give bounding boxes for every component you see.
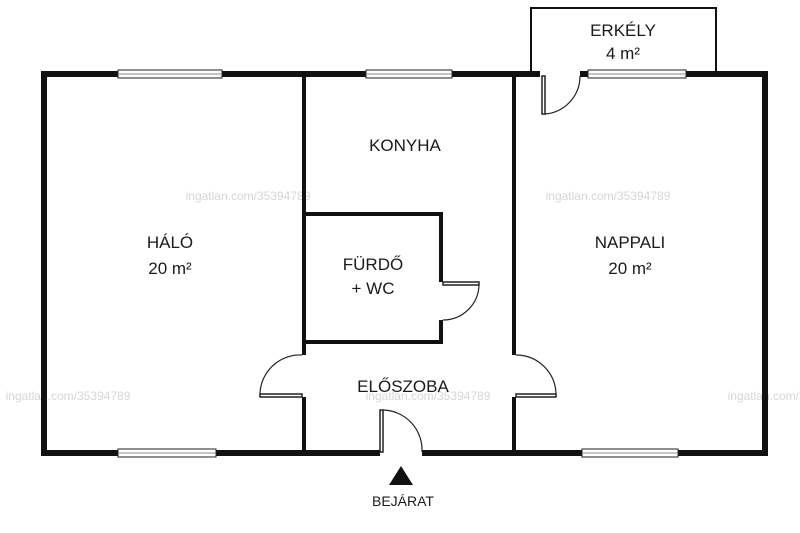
hallway-name: ELŐSZOBA [357,377,449,396]
watermark-text: ingatlan.com/35394789 [186,189,311,203]
living-room-area: 20 m² [608,259,652,278]
window-halo-bottom [117,448,217,458]
door-bathroom [437,281,480,321]
door-entrance [379,409,423,458]
balcony-name: ERKÉLY [590,21,656,40]
entrance-arrow-icon [389,466,413,485]
bedroom-name: HÁLÓ [147,233,193,252]
bedroom-area: 20 m² [148,259,192,278]
balcony-area: 4 m² [606,44,640,63]
door-nappali [510,354,557,398]
door-balcony [540,70,581,115]
window-halo-top [117,69,223,79]
kitchen-name: KONYHA [369,136,441,155]
window-nappali-top [587,69,687,79]
door-halo [259,354,308,398]
window-konyha-top [365,69,453,79]
living-room-name: NAPPALI [595,233,666,252]
window-nappali-bottom [581,448,679,458]
balcony-outline [530,7,717,73]
watermark-text: ingatlan.com/35394789 [366,389,491,403]
watermark-text: ingatlan.com/35394789 [546,189,671,203]
bathroom-name: FÜRDŐ [343,255,403,274]
entrance-label: BEJÁRAT [372,493,434,509]
watermark-text: ingatlan.com/35394789 [6,389,131,403]
bathroom-name-2: + WC [352,279,395,298]
